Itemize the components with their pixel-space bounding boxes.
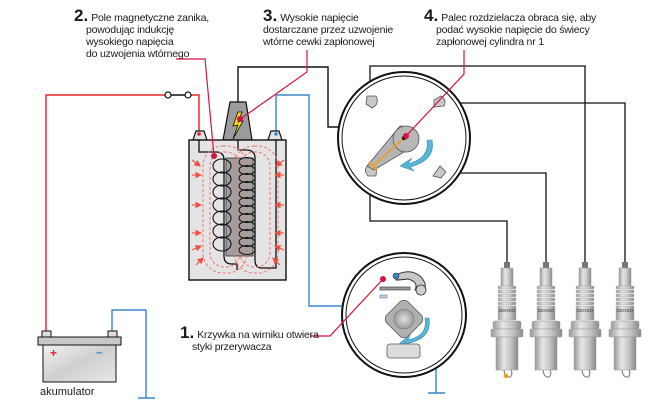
winding-loop [238, 197, 256, 207]
annotation-text: Palec rozdzielacza obraca się, aby [441, 12, 597, 24]
battery-negative-sign: – [96, 345, 103, 359]
spark-plug: DENSO [608, 262, 642, 378]
annotation-text: Pole magnetyczne zanika, [91, 12, 209, 24]
annotation-text: zapłonowej cylindra nr 1 [436, 36, 544, 48]
plug-brand-text: DENSO [538, 308, 555, 313]
primary-winding [212, 158, 232, 252]
ignition-switch [164, 91, 192, 99]
winding-loop [238, 213, 256, 223]
annotation-number: 1. [180, 323, 195, 342]
annotation-4: 4.Palec rozdzielacza obraca się, aby pod… [424, 7, 597, 48]
plug-brand-text: DENSO [499, 308, 516, 313]
spark-icon [232, 111, 244, 140]
spark-plugs: DENSO DENSO DENSO DENSO [490, 262, 642, 379]
distributor-contact [365, 95, 378, 109]
annotation-text: dostarczane przez uzwojenie [263, 24, 394, 36]
distributor-contact [432, 165, 447, 179]
winding-loop [238, 245, 256, 255]
annotation-2: 2.Pole magnetyczne zanika, powodując ind… [74, 7, 209, 60]
winding-loop [212, 184, 232, 200]
winding-loop [238, 237, 256, 247]
annotation-text: do uzwojenia wtórnego [86, 48, 190, 60]
winding-loop [238, 229, 256, 239]
spark-plug: DENSO [529, 262, 563, 378]
annotation-text: wtórne cewki zapłonowej [263, 36, 375, 48]
positive-wire [45, 94, 200, 333]
battery-positive-sign: + [50, 346, 58, 360]
field-arrow [191, 245, 203, 252]
winding-loop [212, 197, 232, 213]
annotation-text: podać wysokie napięcie do świecy [436, 24, 590, 36]
annotation-1: 1.Krzywka na wirniku otwiera styki przer… [180, 324, 319, 353]
field-arrow [195, 257, 204, 266]
annotation-text: Wysokie napięcie [280, 12, 359, 24]
plug-brand-text: DENSO [617, 308, 634, 313]
annotation-number: 3. [263, 6, 278, 25]
condenser [386, 343, 421, 359]
field-arrow [273, 245, 285, 252]
spark-plug: DENSO [568, 262, 602, 378]
ignition-coil [188, 101, 287, 281]
winding-loop [238, 189, 256, 199]
annotation-3: 3.Wysokie napięcie dostarczane przez uzw… [263, 7, 394, 48]
winding-loop [238, 221, 256, 231]
rotation-arrow-icon [399, 139, 433, 172]
winding-loop [238, 173, 256, 183]
annotation-text: styki przerywacza [192, 341, 272, 353]
plug-brand-text: DENSO [577, 308, 594, 313]
battery-label: akumulator [40, 386, 95, 398]
winding-loop [238, 205, 256, 215]
field-arrow [272, 257, 281, 266]
annotation-text: powodując indukcję [86, 24, 175, 36]
winding-loop [212, 223, 232, 239]
winding-loop [212, 210, 232, 226]
winding-loop [238, 165, 256, 175]
annotation-number: 4. [424, 6, 439, 25]
breaker-points [341, 252, 467, 378]
field-arrow [191, 159, 201, 167]
spark-plug: DENSO [490, 262, 524, 379]
winding-loop [212, 158, 232, 174]
annotation-number: 2. [74, 6, 89, 25]
winding-loop [238, 181, 256, 191]
field-collapse-arrows [191, 159, 285, 266]
field-arrow [275, 159, 285, 167]
battery [37, 330, 122, 383]
winding-loop [212, 236, 232, 252]
winding-loop [238, 157, 256, 167]
annotation-text: wysokiego napięcia [86, 36, 174, 48]
secondary-winding [238, 157, 256, 255]
annotation-text: Krzywka na wirniku otwiera [197, 329, 319, 341]
callout-lines [176, 50, 465, 337]
winding-loop [212, 171, 232, 187]
spark-icon [503, 373, 509, 379]
